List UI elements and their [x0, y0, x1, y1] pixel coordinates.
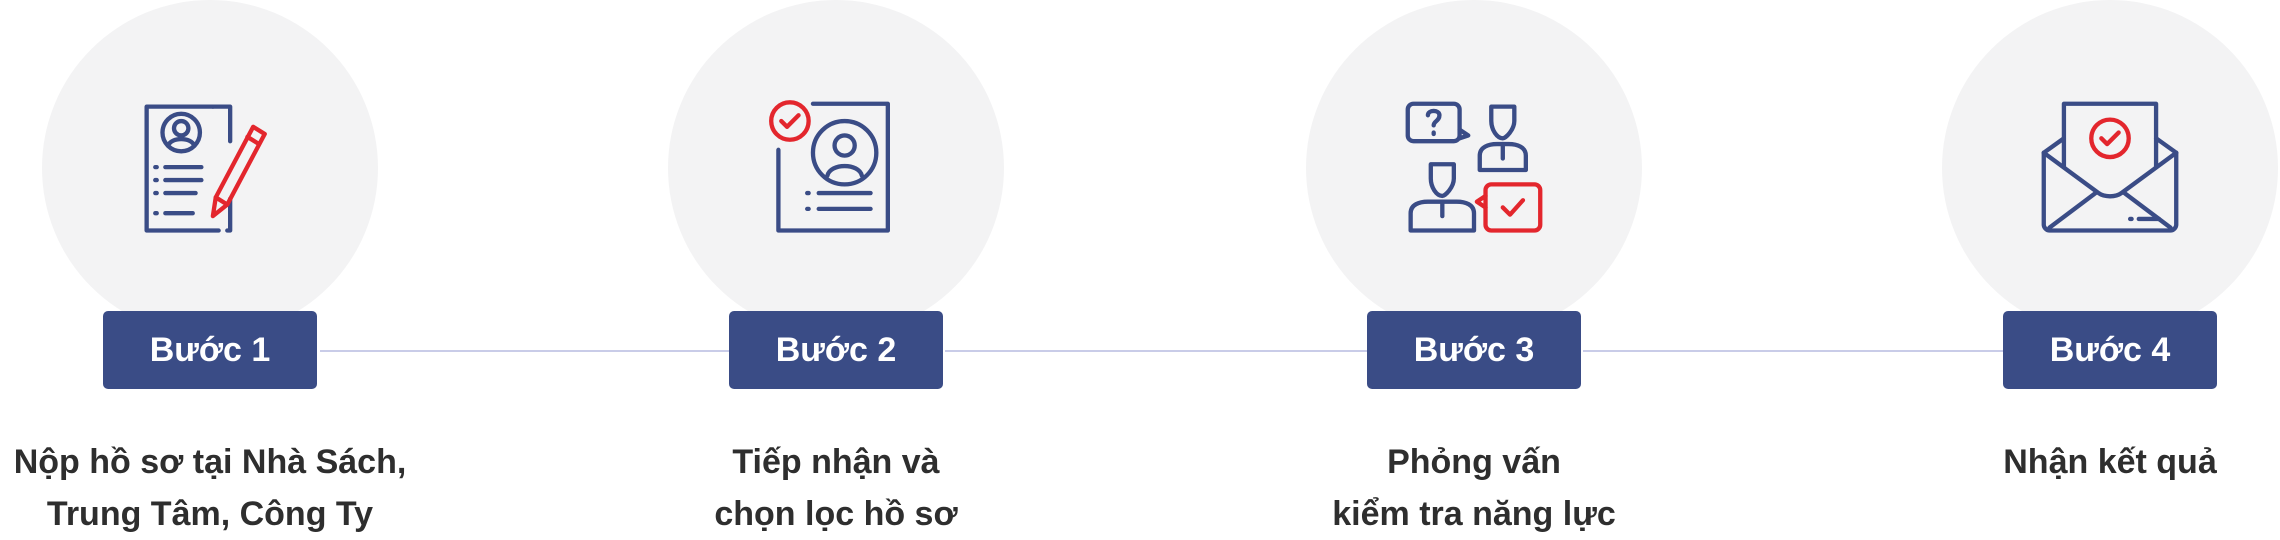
step-2: Bước 2 Tiếp nhận và chọn lọc hồ sơ [626, 0, 1046, 538]
connector-line-2-3 [945, 350, 1369, 352]
step-3: Bước 3 Phỏng vấn kiểm tra năng lực [1264, 0, 1684, 538]
envelope-checked-icon [2038, 98, 2182, 242]
step-4: Bước 4 Nhận kết quả [1900, 0, 2280, 538]
step-1-circle [42, 0, 378, 336]
step-3-caption-line-1: Phỏng vấn [1387, 443, 1561, 481]
step-3-caption: Phỏng vấn kiểm tra năng lực [1254, 436, 1694, 540]
resume-pencil-icon [138, 98, 282, 242]
step-1-badge: Bước 1 [103, 311, 317, 389]
connector-line-1-2 [320, 350, 730, 352]
step-1-caption-line-1: Nộp hồ sơ tại Nhà Sách, [13, 443, 407, 481]
step-1-caption-line-2: Trung Tâm, Công Ty [46, 495, 374, 533]
step-2-caption: Tiếp nhận và chọn lọc hồ sơ [616, 436, 1056, 540]
step-3-circle [1306, 0, 1642, 336]
step-4-caption-line-1: Nhận kết quả [2003, 443, 2217, 481]
step-2-badge: Bước 2 [729, 311, 943, 389]
step-2-caption-line-2: chọn lọc hồ sơ [714, 495, 958, 533]
step-4-badge: Bước 4 [2003, 311, 2217, 389]
step-3-badge: Bước 3 [1367, 311, 1581, 389]
interview-chat-icon [1402, 98, 1546, 242]
step-4-circle [1942, 0, 2278, 336]
resume-checked-icon [764, 98, 908, 242]
connector-line-3-4 [1583, 350, 2006, 352]
step-1: Bước 1 Nộp hồ sơ tại Nhà Sách, Trung Tâm… [0, 0, 420, 538]
step-1-caption: Nộp hồ sơ tại Nhà Sách, Trung Tâm, Công … [0, 436, 430, 540]
step-4-caption: Nhận kết quả [1890, 436, 2280, 488]
step-2-caption-line-1: Tiếp nhận và [732, 443, 940, 481]
step-3-caption-line-2: kiểm tra năng lực [1332, 495, 1616, 533]
